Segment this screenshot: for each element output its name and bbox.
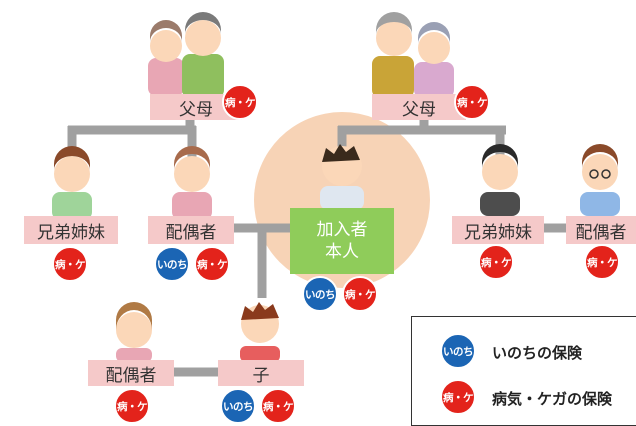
sibling-spouse-medical-badge: 病・ケ [584, 244, 620, 280]
policyholder-medical-badge: 病・ケ [342, 276, 378, 312]
person-figures [52, 12, 620, 362]
sibling-left-label: 兄弟姉妹 [24, 216, 118, 244]
child-spouse-medical-badge: 病・ケ [114, 388, 150, 424]
legend: いのち いのちの保険 病・ケ 病気・ケガの保険 [411, 316, 636, 426]
sibling-right-label: 兄弟姉妹 [452, 216, 544, 244]
sibling-left-medical-badge: 病・ケ [52, 246, 88, 282]
legend-life-badge: いのち [440, 333, 476, 369]
legend-life-text: いのちの保険 [492, 344, 583, 362]
legend-row-medical: 病・ケ 病気・ケガの保険 [412, 379, 636, 415]
spouse-life-badge: いのち [154, 246, 190, 282]
legend-row-life: いのち いのちの保険 [412, 333, 636, 369]
sibling-right-medical-badge: 病・ケ [478, 244, 514, 280]
spouse-medical-badge: 病・ケ [194, 246, 230, 282]
child-life-badge: いのち [220, 388, 256, 424]
legend-medical-badge: 病・ケ [440, 379, 476, 415]
sibling-spouse-label: 配偶者 [566, 216, 636, 244]
paternal-parents-medical-badge: 病・ケ [222, 84, 258, 120]
policyholder-label-line2: 本人 [325, 242, 359, 262]
policyholder-box: 加入者 本人 [290, 208, 394, 274]
child-label: 子 [218, 360, 304, 386]
spouse-label: 配偶者 [148, 216, 234, 244]
policyholder-life-badge: いのち [302, 276, 338, 312]
child-medical-badge: 病・ケ [260, 388, 296, 424]
maternal-parents-medical-badge: 病・ケ [454, 84, 490, 120]
policyholder-label-line1: 加入者 [316, 220, 368, 240]
legend-medical-text: 病気・ケガの保険 [492, 390, 613, 408]
maternal-parents-label: 父母 [372, 94, 466, 120]
child-spouse-label: 配偶者 [88, 360, 174, 386]
